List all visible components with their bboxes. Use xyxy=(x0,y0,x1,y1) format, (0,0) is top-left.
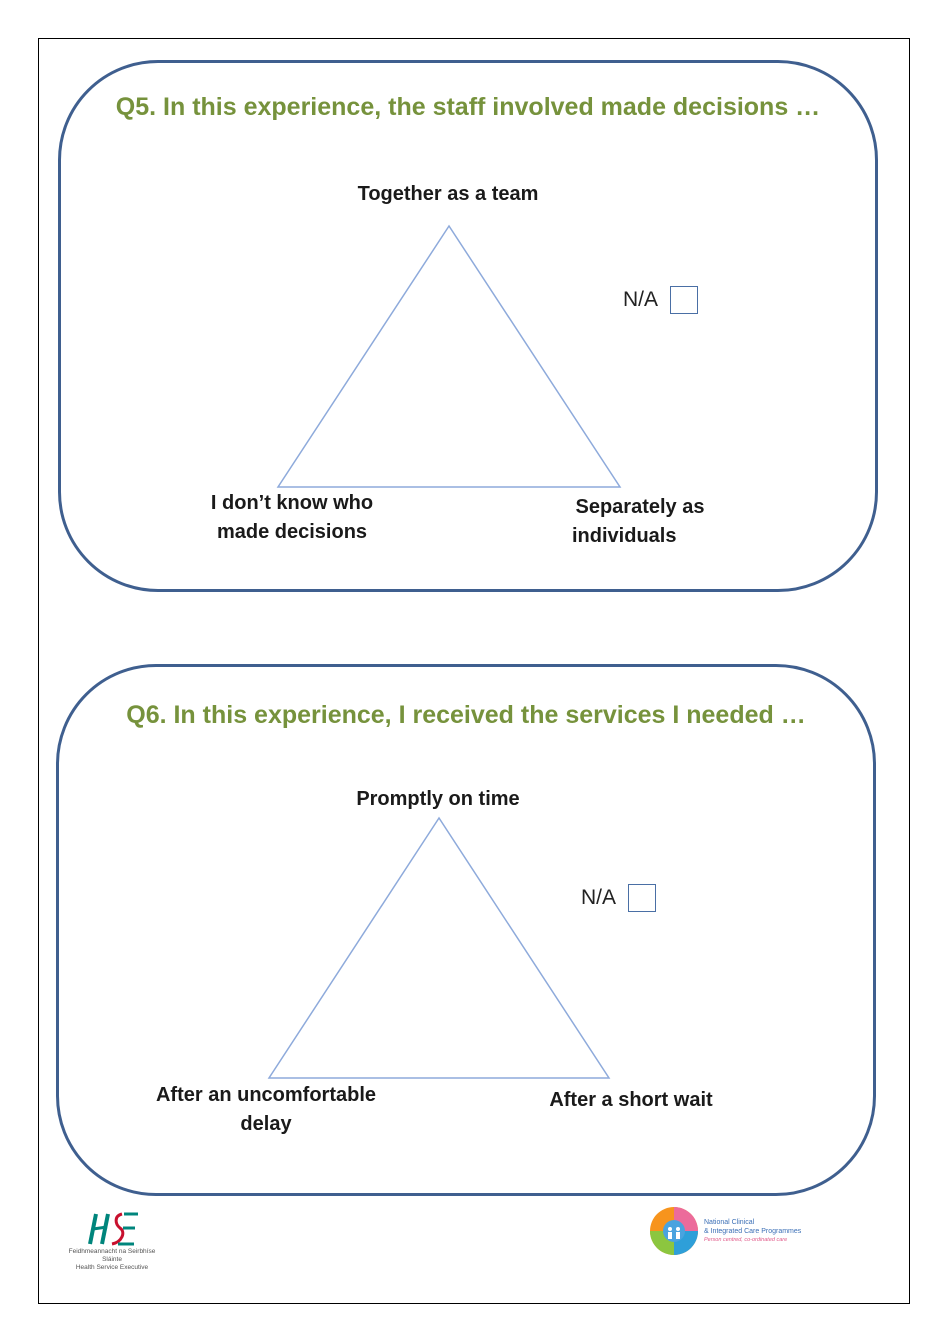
vertex-label-left-q6-line1: After an uncomfortable xyxy=(155,1084,377,1106)
vertex-label-top-q5: Together as a team xyxy=(357,183,539,205)
vertex-label-right-q5-line1: Separately as xyxy=(575,496,705,518)
na-label-q6: N/A xyxy=(581,886,617,909)
hse-english-text: Health Service Executive xyxy=(75,1264,149,1271)
na-option-q6: N/A xyxy=(581,884,657,912)
vertex-label-left-q5-line2: made decisions xyxy=(216,521,368,543)
vertex-label-right-q5: Separately as individuals xyxy=(540,493,740,551)
vertex-label-left-q6: After an uncomfortable delay xyxy=(136,1081,396,1139)
question-title-q5: Q5. In this experience, the staff involv… xyxy=(115,93,821,121)
page-frame xyxy=(38,38,910,1304)
vertex-label-left-q6-line2: delay xyxy=(240,1113,292,1135)
ncp-logo-icon xyxy=(650,1207,698,1255)
na-checkbox-q5[interactable] xyxy=(670,286,699,314)
na-checkbox-q6[interactable] xyxy=(628,884,657,912)
hse-caption: Feidhmeannacht na Seirbhíse Sláinte Heal… xyxy=(60,1248,164,1272)
ncp-line1: National Clinical xyxy=(704,1219,755,1226)
ncp-line2: & Integrated Care Programmes xyxy=(704,1228,802,1235)
question-card-q5: Q5. In this experience, the staff involv… xyxy=(58,60,878,592)
vertex-label-right-q6: After a short wait xyxy=(549,1089,713,1111)
na-label-q5: N/A xyxy=(623,288,659,311)
vertex-label-right-q5-line2: individuals xyxy=(572,525,677,547)
vertex-label-top-q6: Promptly on time xyxy=(356,788,520,810)
hse-logo xyxy=(88,1212,138,1246)
vertex-label-left-q5-line1: I don’t know who xyxy=(210,492,374,514)
question-title-q6: Q6. In this experience, I received the s… xyxy=(126,701,806,729)
ncp-tagline: Person centred, co-ordinated care xyxy=(704,1237,788,1243)
vertex-label-left-q5: I don’t know who made decisions xyxy=(192,489,392,547)
na-option-q5: N/A xyxy=(623,286,699,314)
ncp-caption: National Clinical & Integrated Care Prog… xyxy=(704,1218,801,1245)
hse-irish-text: Feidhmeannacht na Seirbhíse Sláinte xyxy=(68,1248,156,1263)
